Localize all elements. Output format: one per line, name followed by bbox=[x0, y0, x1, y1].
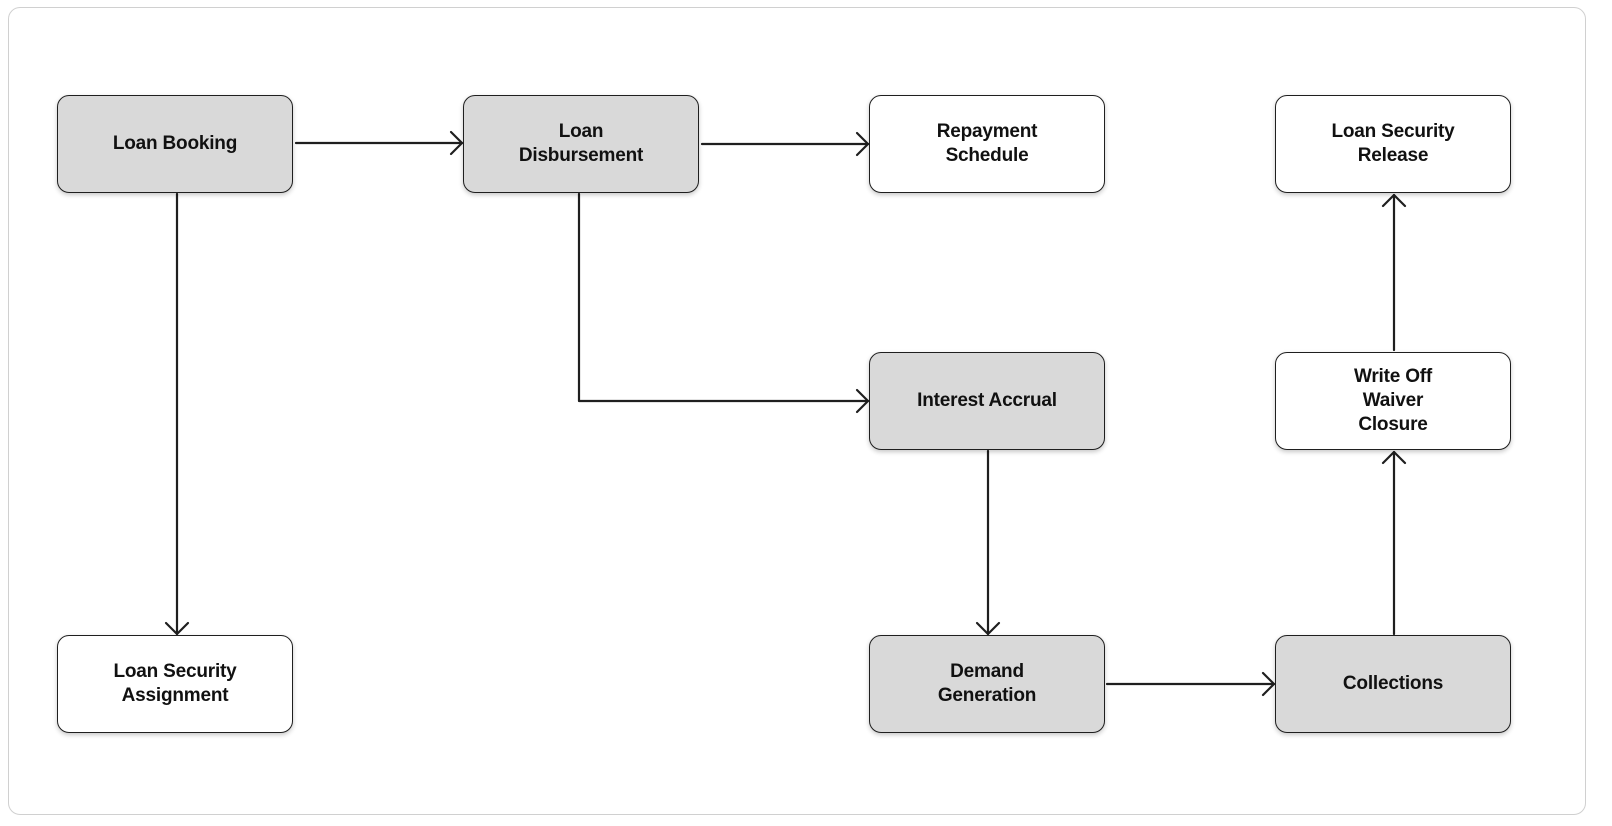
node-label-demand-generation: Demand Generation bbox=[937, 661, 1037, 706]
node-loan-security-release[interactable]: Loan Security Release bbox=[1275, 95, 1511, 193]
node-label-loan-security-assignment: Loan Security Assignment bbox=[113, 661, 237, 706]
node-loan-security-assignment[interactable]: Loan Security Assignment bbox=[57, 635, 293, 733]
node-label-repayment-schedule: Repayment Schedule bbox=[936, 121, 1038, 166]
node-label-write-off-waiver-closure: Write Off Waiver Closure bbox=[1353, 366, 1433, 435]
node-loan-booking[interactable]: Loan Booking bbox=[57, 95, 293, 193]
node-loan-disbursement[interactable]: Loan Disbursement bbox=[463, 95, 699, 193]
node-write-off-waiver-closure[interactable]: Write Off Waiver Closure bbox=[1275, 352, 1511, 450]
node-label-loan-security-release: Loan Security Release bbox=[1331, 121, 1455, 166]
node-label-interest-accrual: Interest Accrual bbox=[917, 390, 1057, 411]
node-repayment-schedule[interactable]: Repayment Schedule bbox=[869, 95, 1105, 193]
node-label-loan-booking: Loan Booking bbox=[112, 133, 238, 154]
node-label-collections: Collections bbox=[1342, 673, 1444, 694]
node-interest-accrual[interactable]: Interest Accrual bbox=[869, 352, 1105, 450]
node-label-loan-disbursement: Loan Disbursement bbox=[518, 121, 644, 166]
node-demand-generation[interactable]: Demand Generation bbox=[869, 635, 1105, 733]
node-collections[interactable]: Collections bbox=[1275, 635, 1511, 733]
